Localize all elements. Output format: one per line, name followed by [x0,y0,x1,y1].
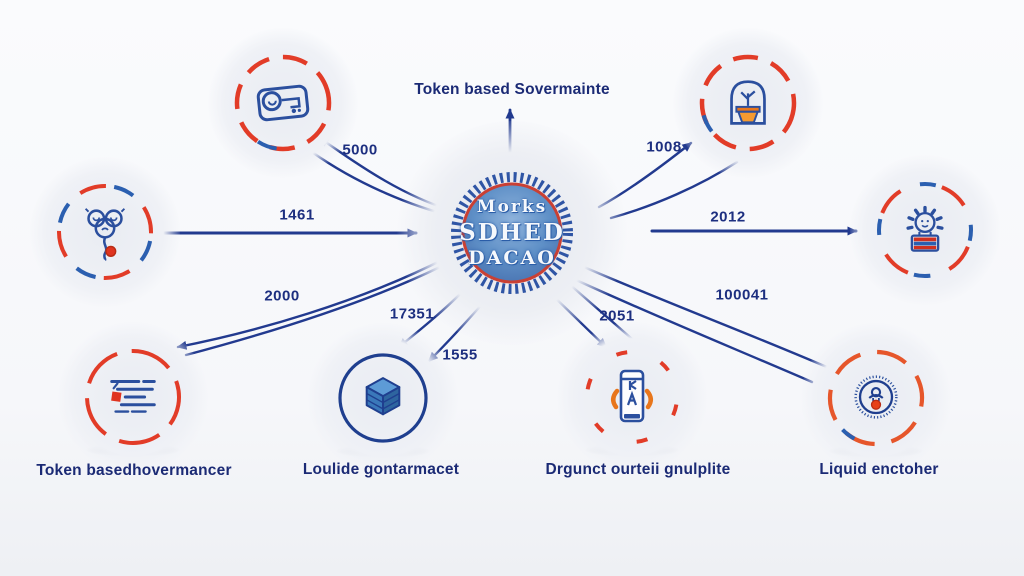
node-label-doc: Token basedhovermancer [36,462,232,479]
node-label-phone: Drgunct ourteii gnulplite [545,461,731,478]
node-label-cube: Loulide gontarmacet [302,461,460,478]
liquid-token-icon [854,375,898,419]
node-flower [30,157,180,307]
node-cube [308,323,458,473]
node-label-coin: Liquid enctoher [819,461,939,478]
edge-value-cube-b: 1555 [442,346,478,364]
node-sprout [673,28,823,178]
dashed-ring [57,184,153,280]
dashed-ring [585,350,679,444]
node-coin [801,323,951,473]
node-card [208,28,358,178]
dashed-ring [234,54,332,152]
hub-title-line2: SDHED [459,219,565,246]
hub-tick-ring [451,172,573,294]
edge-value-cube-a: 17351 [389,305,435,323]
curve-hub-to-doc [184,265,442,357]
hub-title: Morks SDHED DACAO [442,163,582,303]
edge-value-flower: 1461 [279,206,315,224]
dashed-ring [827,349,925,447]
plant-pot-icon [730,80,766,125]
hub-circle [461,182,563,284]
hub-rings [451,172,573,294]
solid-ring [338,353,428,443]
node-doc [58,322,208,472]
edge-value-gear: 2012 [710,208,746,226]
cube-icon [365,377,401,416]
hub-title-line1: Morks [476,197,548,217]
top-caption: Token based Sovermainte [414,81,610,98]
edge-value-sprout: 1008 [646,138,682,156]
dashed-ring [877,182,973,278]
edge-value-card: 5000 [342,141,378,159]
node-gear [850,155,1000,305]
node-phone [557,322,707,472]
dashed-ring [699,54,797,152]
flower-icon [84,208,126,261]
edge-value-doc: 2000 [264,287,300,305]
smartphone-icon [611,369,653,423]
hub-title-line3: DACAO [468,247,556,269]
dashed-ring [85,349,181,445]
edge-value-coin: 100041 [715,286,769,304]
document-lines-icon [110,380,156,413]
gear-machine-icon [906,205,944,252]
credit-card-icon [256,84,310,122]
edge-value-phone: 2051 [599,307,635,325]
